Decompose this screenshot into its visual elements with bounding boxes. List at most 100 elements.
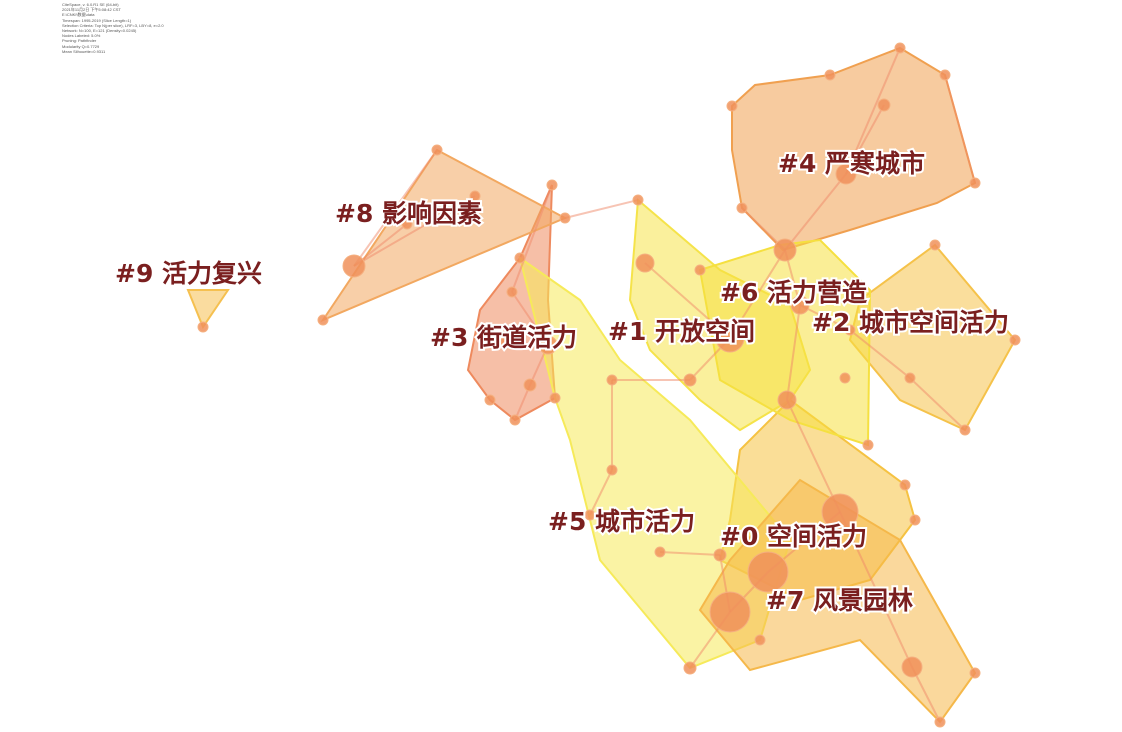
keyword-node[interactable] bbox=[835, 163, 857, 185]
keyword-node[interactable] bbox=[546, 179, 558, 191]
keyword-node[interactable] bbox=[790, 295, 810, 315]
keyword-node[interactable] bbox=[549, 392, 561, 404]
keyword-node[interactable] bbox=[862, 439, 874, 451]
info-line: Selection Criteria: Top N(per slice), LR… bbox=[62, 22, 164, 28]
info-line: Pruning: Pathfinder bbox=[62, 38, 97, 44]
link bbox=[849, 329, 911, 379]
link bbox=[845, 104, 885, 175]
links bbox=[353, 47, 976, 723]
keyword-node[interactable] bbox=[713, 548, 727, 562]
keyword-node[interactable] bbox=[839, 372, 851, 384]
cluster-area-4 bbox=[731, 46, 977, 252]
link bbox=[786, 399, 841, 513]
keyword-node[interactable] bbox=[514, 252, 526, 264]
keyword-node[interactable] bbox=[821, 493, 859, 531]
keyword-node[interactable] bbox=[715, 323, 745, 353]
info-line: Modularity Q=0.7729 bbox=[62, 43, 100, 49]
keyword-node[interactable] bbox=[506, 286, 518, 298]
cluster-label-0[interactable]: #0 空间活力 bbox=[718, 520, 869, 553]
cluster-label-9[interactable]: #9 活力复兴 bbox=[113, 257, 264, 290]
network-info-panel: CiteSpace, v. 6.0.R1 SE (64-bit)2021年11月… bbox=[62, 2, 164, 54]
keyword-node[interactable] bbox=[894, 42, 906, 54]
keyword-node[interactable] bbox=[584, 509, 596, 521]
keyword-node[interactable] bbox=[509, 414, 521, 426]
keyword-node[interactable] bbox=[342, 254, 366, 278]
link bbox=[784, 173, 847, 251]
link bbox=[729, 249, 786, 339]
cluster-label-3[interactable]: #3 街道活力 bbox=[428, 321, 579, 354]
link bbox=[511, 184, 553, 293]
keyword-node[interactable] bbox=[929, 239, 941, 251]
keyword-node[interactable] bbox=[754, 634, 766, 646]
link bbox=[353, 195, 476, 267]
cluster-area-8 bbox=[320, 148, 568, 323]
keyword-node[interactable] bbox=[736, 202, 748, 214]
info-line: CiteSpace, v. 6.0.R1 SE (64-bit) bbox=[62, 2, 119, 7]
keyword-node[interactable] bbox=[909, 514, 921, 526]
link bbox=[909, 377, 966, 431]
link bbox=[839, 511, 913, 668]
keyword-node[interactable] bbox=[901, 656, 923, 678]
keyword-node[interactable] bbox=[484, 394, 496, 406]
link bbox=[564, 199, 639, 219]
cluster-area-9 bbox=[186, 289, 230, 330]
keyword-node[interactable] bbox=[969, 177, 981, 189]
keyword-node[interactable] bbox=[197, 321, 209, 333]
nodes bbox=[197, 42, 1021, 728]
keyword-node[interactable] bbox=[317, 314, 329, 326]
info-line: Network: N=100, E=121 (Density=0.0245) bbox=[62, 28, 137, 34]
info-line: Timespan: 1995-2019 (Slice Length=1) bbox=[62, 17, 132, 23]
keyword-node[interactable] bbox=[538, 335, 558, 355]
info-line: Nodes Labeled: 5.0% bbox=[62, 33, 101, 39]
keyword-node[interactable] bbox=[606, 464, 618, 476]
keyword-node[interactable] bbox=[959, 424, 971, 436]
link bbox=[786, 304, 801, 401]
keyword-node[interactable] bbox=[654, 546, 666, 558]
keyword-node[interactable] bbox=[824, 69, 836, 81]
keyword-node[interactable] bbox=[683, 661, 697, 675]
keyword-node[interactable] bbox=[1009, 334, 1021, 346]
keyword-node[interactable] bbox=[726, 100, 738, 112]
link bbox=[644, 262, 731, 339]
keyword-node[interactable] bbox=[606, 374, 618, 386]
keyword-node[interactable] bbox=[939, 69, 951, 81]
cluster-label-6[interactable]: #6 活力营造 bbox=[718, 276, 869, 309]
keyword-node[interactable] bbox=[694, 264, 706, 276]
info-line: 2021年11月2日 下午5:08:42 CST bbox=[62, 7, 121, 13]
link bbox=[944, 74, 976, 184]
cluster-label-5[interactable]: #5 城市活力 bbox=[546, 505, 697, 538]
cluster-label-1[interactable]: #1 开放空间 bbox=[606, 315, 757, 348]
keyword-node[interactable] bbox=[877, 98, 891, 112]
keyword-node[interactable] bbox=[899, 479, 911, 491]
keyword-node[interactable] bbox=[401, 218, 413, 230]
cluster-label-4[interactable]: #4 严寒城市 bbox=[776, 147, 927, 180]
info-line: Mean Silhouette=0.9311 bbox=[62, 48, 106, 54]
cluster-labels: #0 空间活力 #1 开放空间 #2 城市空间活力 #3 街道活力 #4 严寒城市 #5 … bbox=[113, 147, 1011, 617]
keyword-node[interactable] bbox=[747, 551, 789, 593]
cluster-label-8[interactable]: #8 影响因素 bbox=[333, 197, 484, 230]
keyword-node[interactable] bbox=[559, 212, 571, 224]
keyword-node[interactable] bbox=[969, 667, 981, 679]
keyword-node[interactable] bbox=[683, 373, 697, 387]
link bbox=[353, 149, 438, 267]
link bbox=[511, 291, 549, 346]
keyword-node[interactable] bbox=[469, 190, 481, 202]
keyword-node[interactable] bbox=[773, 238, 797, 262]
keyword-node[interactable] bbox=[904, 372, 916, 384]
cluster-area-2 bbox=[848, 243, 1017, 432]
keyword-node[interactable] bbox=[777, 390, 797, 410]
keyword-node[interactable] bbox=[635, 253, 655, 273]
cluster-label-7[interactable]: #7 风景园林 bbox=[764, 584, 915, 617]
keyword-node[interactable] bbox=[431, 144, 443, 156]
keyword-node[interactable] bbox=[844, 324, 856, 336]
keyword-node[interactable] bbox=[709, 591, 751, 633]
keyword-node[interactable] bbox=[494, 334, 506, 346]
keyword-node[interactable] bbox=[934, 716, 946, 728]
cluster-label-2[interactable]: #2 城市空间活力 bbox=[810, 306, 1011, 339]
link bbox=[845, 47, 901, 175]
link bbox=[659, 551, 721, 556]
keyword-node[interactable] bbox=[523, 378, 537, 392]
keyword-node[interactable] bbox=[632, 194, 644, 206]
